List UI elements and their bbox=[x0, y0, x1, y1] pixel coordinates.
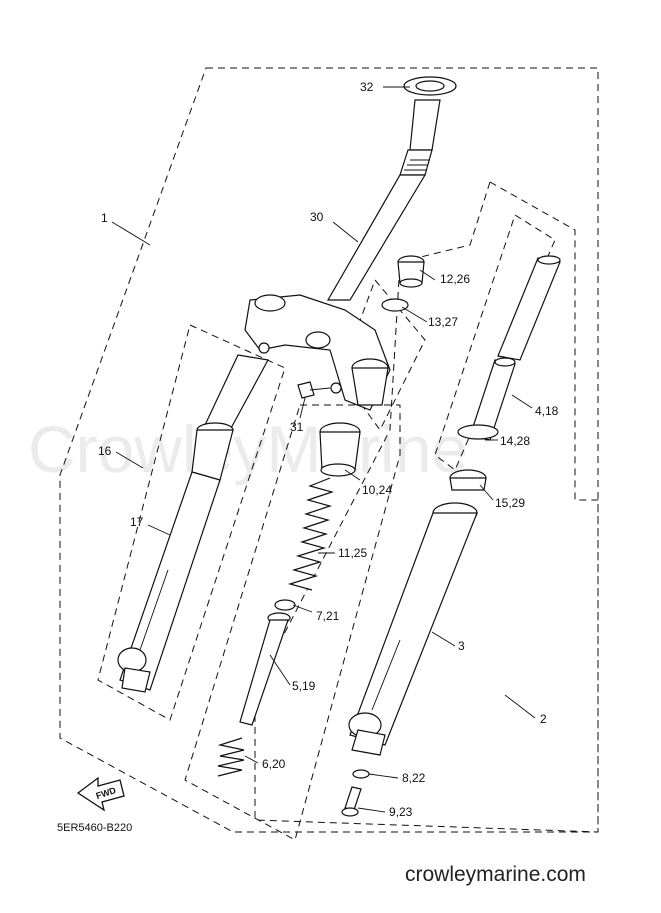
callout-6-20: 6,20 bbox=[262, 757, 286, 771]
callout-4-18: 4,18 bbox=[535, 404, 559, 418]
diagram-code: 5ER5460-B220 bbox=[57, 822, 132, 834]
boundary-inner-cartridge bbox=[184, 404, 401, 841]
callout-32: 32 bbox=[360, 80, 374, 94]
callout-5-19: 5,19 bbox=[292, 679, 316, 693]
callout-7-21: 7,21 bbox=[316, 609, 340, 623]
callout-15-29: 15,29 bbox=[495, 496, 525, 510]
callout-3: 3 bbox=[458, 639, 465, 653]
part-5-damper-rod bbox=[239, 612, 291, 726]
callout-17: 17 bbox=[130, 515, 144, 529]
part-32-cap bbox=[403, 76, 457, 96]
boundary-assembly-16 bbox=[97, 324, 286, 721]
part-31-bolt bbox=[297, 381, 342, 399]
callout-13-27: 13,27 bbox=[428, 315, 458, 329]
callout-1: 1 bbox=[101, 211, 108, 225]
callout-31: 31 bbox=[290, 420, 304, 434]
part-6-rebound-spring bbox=[217, 737, 245, 777]
part-13-o-ring bbox=[381, 298, 409, 312]
part-4-inner-tube bbox=[469, 255, 561, 441]
callout-2: 2 bbox=[540, 712, 547, 726]
callout-9-23: 9,23 bbox=[389, 805, 413, 819]
callout-labels: 32 1 30 12,26 13,27 31 4,18 16 14,28 10,… bbox=[98, 80, 559, 819]
callout-12-26: 12,26 bbox=[440, 272, 470, 286]
fwd-arrow-icon: FWD bbox=[76, 776, 125, 812]
callout-16: 16 bbox=[98, 444, 112, 458]
callout-30: 30 bbox=[310, 210, 324, 224]
part-12-plug bbox=[397, 255, 425, 288]
part-14-circlip bbox=[457, 424, 499, 440]
part-8-washer bbox=[352, 769, 370, 779]
part-10-dust-seal bbox=[319, 422, 361, 477]
part-9-bolt bbox=[341, 786, 362, 817]
part-11-spring bbox=[287, 477, 335, 591]
part-16-left-fork bbox=[117, 354, 269, 693]
part-3-right-outer-tube bbox=[348, 502, 478, 756]
part-30-steering-stem bbox=[326, 99, 441, 301]
callout-14-28: 14,28 bbox=[500, 434, 530, 448]
leader-lines bbox=[111, 86, 536, 813]
site-footer: crowleymarine.com bbox=[405, 863, 586, 886]
part-under-bracket bbox=[244, 294, 391, 411]
callout-10-24: 10,24 bbox=[362, 483, 392, 497]
boundary-assembly-2 bbox=[254, 181, 599, 833]
callout-8-22: 8,22 bbox=[402, 771, 426, 785]
watermark-text: CrowleyMarine bbox=[28, 412, 468, 486]
boundary-assembly-1 bbox=[59, 67, 599, 833]
part-7-washer bbox=[274, 599, 296, 611]
part-15-oil-seal bbox=[449, 469, 487, 491]
callout-11-25: 11,25 bbox=[338, 546, 367, 560]
